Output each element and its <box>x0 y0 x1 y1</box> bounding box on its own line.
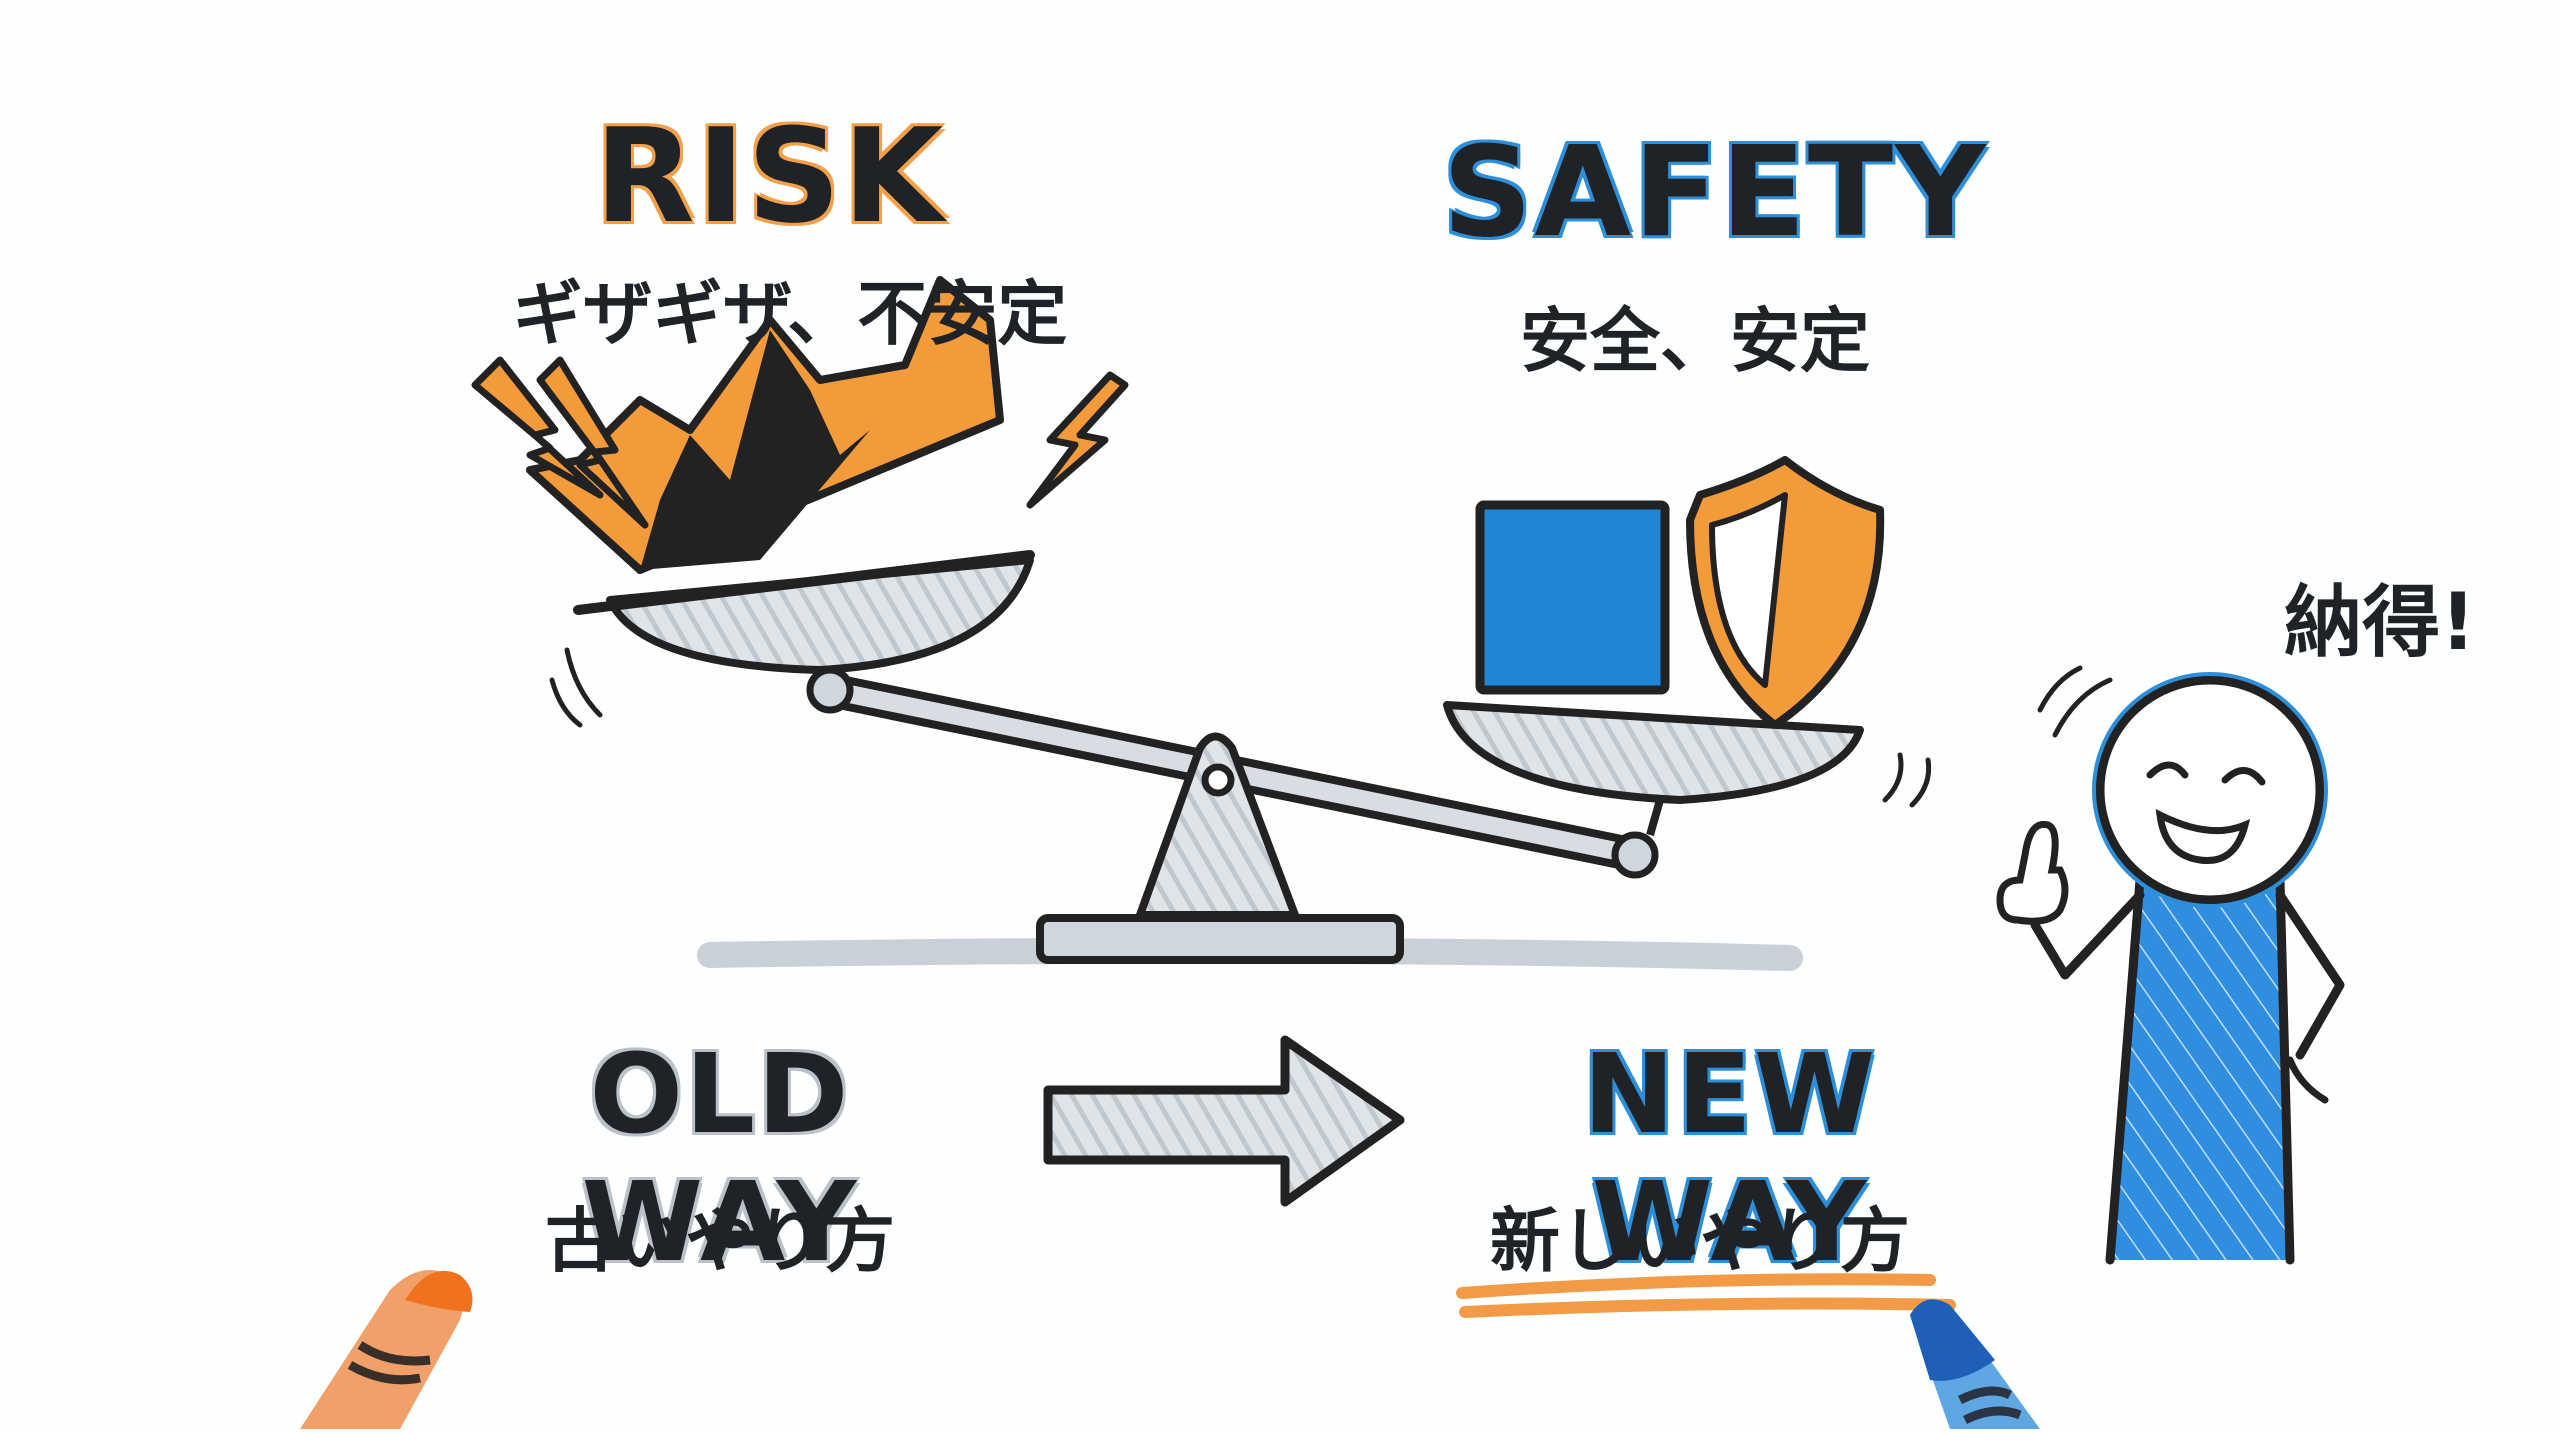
motion-lines-left <box>549 647 603 728</box>
safety-subtitle: 安全、安定 <box>1520 300 1870 382</box>
orange-crayon <box>300 1270 473 1429</box>
motion-lines-right <box>1882 752 1932 808</box>
lightning-bolt-icon <box>471 356 1129 529</box>
old-way-subtitle: 古いやり方 <box>545 1200 895 1282</box>
happy-person <box>1996 665 2345 1265</box>
risk-title: RISK <box>594 100 946 252</box>
new-way-title: NEW WAY <box>1582 1030 1878 1286</box>
safety-pan <box>1443 456 1885 837</box>
right-arrow-icon <box>1043 1035 1405 1207</box>
old-way-title: OLD WAY <box>581 1030 859 1286</box>
risk-pan <box>526 276 1035 674</box>
risk-subtitle: ギザギザ、不安定 <box>512 273 1068 355</box>
blue-crayon <box>1910 1299 2040 1429</box>
safety-title: SAFETY <box>1442 120 1988 265</box>
balance-fulcrum <box>1036 732 1404 964</box>
new-way-subtitle: 新しいやり方 <box>1490 1200 1910 1282</box>
new-way-underline <box>1456 1273 1956 1318</box>
speech-text: 納得! <box>2284 578 2476 668</box>
